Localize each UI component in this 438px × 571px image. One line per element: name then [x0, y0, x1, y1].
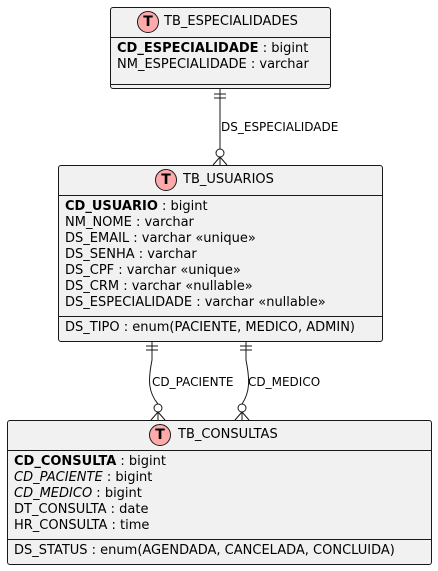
attribute-row: DS_STATUS : enum(AGENDADA, CANCELADA, CO…: [14, 543, 395, 558]
entity-name: TB_ESPECIALIDADES: [164, 14, 298, 29]
attribute-row: NM_NOME : varchar: [65, 215, 194, 230]
entity-header: T TB_USUARIOS: [59, 166, 382, 196]
entity-header: T TB_ESPECIALIDADES: [111, 8, 330, 38]
relation-paciente-line: [146, 342, 166, 421]
extra-section: DS_STATUS : enum(AGENDADA, CANCELADA, CO…: [8, 540, 431, 559]
table-icon: T: [149, 424, 171, 446]
primary-key-name: CD_USUARIO: [65, 199, 158, 214]
attribute-row: NM_ESPECIALIDADE : varchar: [117, 57, 309, 72]
primary-key-row: CD_USUARIO : bigint: [65, 199, 382, 215]
primary-key-type: : bigint: [157, 199, 208, 214]
entity-tb-especialidades: T TB_ESPECIALIDADES CD_ESPECIALIDADE : b…: [110, 7, 331, 89]
attribute-row: DS_CRM : varchar «nullable»: [65, 279, 253, 294]
table-icon: T: [137, 11, 159, 33]
attribute-row: DS_EMAIL : varchar «unique»: [65, 231, 256, 246]
primary-key-type: : bigint: [116, 454, 166, 469]
entity-name: TB_USUARIOS: [183, 172, 274, 187]
attribute-section: CD_USUARIO : bigint NM_NOME : varchar DS…: [59, 196, 382, 317]
foreign-key-name: CD_MEDICO: [14, 486, 93, 501]
attribute-row: HR_CONSULTA : time: [14, 518, 150, 533]
entity-tb-usuarios: T TB_USUARIOS CD_USUARIO : bigint NM_NOM…: [58, 165, 383, 342]
primary-key-name: CD_ESPECIALIDADE: [117, 41, 259, 56]
primary-key-name: CD_CONSULTA: [14, 454, 117, 469]
foreign-key-name: CD_PACIENTE: [14, 470, 103, 485]
attribute-row: DS_CPF : varchar «unique»: [65, 263, 241, 278]
attribute-row: DS_ESPECIALIDADE : varchar «nullable»: [65, 295, 326, 310]
attribute-row: DS_TIPO : enum(PACIENTE, MEDICO, ADMIN): [65, 320, 356, 335]
relation-label-paciente: CD_PACIENTE: [152, 375, 234, 389]
attribute-section: CD_ESPECIALIDADE : bigint NM_ESPECIALIDA…: [111, 38, 330, 81]
primary-key-row: CD_CONSULTA : bigint: [14, 454, 431, 470]
entity-name: TB_CONSULTAS: [178, 427, 278, 442]
primary-key-type: : bigint: [258, 41, 309, 56]
extra-section: DS_TIPO : enum(PACIENTE, MEDICO, ADMIN): [59, 317, 382, 336]
attribute-row: DT_CONSULTA : date: [14, 502, 149, 517]
table-icon: T: [155, 169, 177, 191]
attribute-row: DS_SENHA : varchar: [65, 247, 197, 262]
entity-tb-consultas: T TB_CONSULTAS CD_CONSULTA : bigint CD_P…: [7, 420, 432, 565]
relation-especialidade-line: [212, 89, 228, 166]
foreign-key-type: : bigint: [92, 486, 142, 501]
foreign-key-row: CD_PACIENTE : bigint: [14, 470, 431, 486]
attribute-section: CD_CONSULTA : bigint CD_PACIENTE : bigin…: [8, 451, 431, 540]
relation-medico-line: [234, 342, 252, 421]
relation-label-especialidade: DS_ESPECIALIDADE: [221, 120, 339, 134]
entity-header: T TB_CONSULTAS: [8, 421, 431, 451]
foreign-key-row: CD_MEDICO : bigint: [14, 486, 431, 502]
method-divider: [111, 84, 330, 85]
primary-key-row: CD_ESPECIALIDADE : bigint: [117, 41, 330, 57]
foreign-key-type: : bigint: [102, 470, 153, 485]
relation-label-medico: CD_MEDICO: [248, 375, 321, 389]
